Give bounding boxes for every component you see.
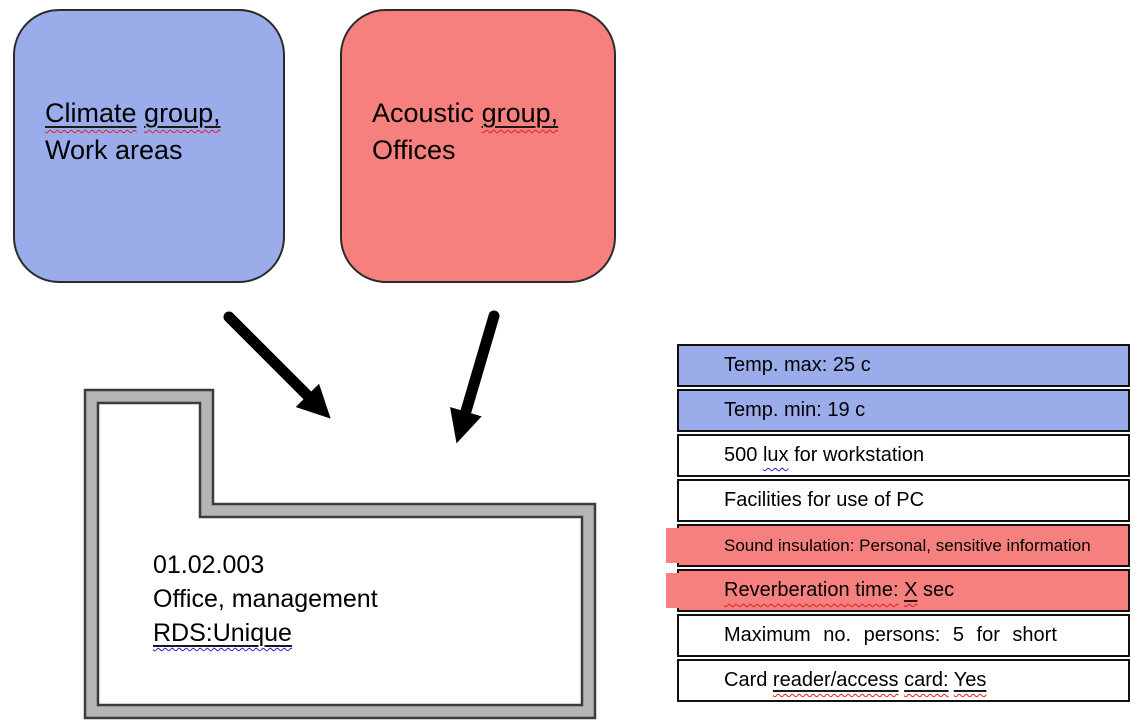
room-type: Office, management bbox=[153, 585, 378, 613]
arrow-acoustic-to-room-icon bbox=[450, 310, 500, 444]
room-rds: RDS:Unique bbox=[153, 619, 292, 647]
arrow-climate-to-room-icon bbox=[223, 311, 331, 419]
climate-group-title: Climate group, Work areas bbox=[45, 98, 221, 165]
req-row-max-persons: Maximum no. persons: 5 for short bbox=[677, 614, 1130, 657]
room-label: 01.02.003 Office, management RDS:Unique bbox=[153, 548, 378, 650]
acoustic-group-subtitle: Offices bbox=[372, 135, 456, 165]
req-row-sound-insulation: Sound insulation: Personal, sensitive in… bbox=[666, 524, 1130, 567]
req-row-temp-max: Temp. max: 25 c bbox=[677, 344, 1130, 387]
req-row-pc-facilities: Facilities for use of PC bbox=[677, 479, 1130, 522]
acoustic-group-title: Acoustic group, Offices bbox=[372, 98, 559, 165]
climate-group-box: Climate group, Work areas bbox=[13, 9, 285, 283]
req-row-lux: 500 lux for workstation bbox=[677, 434, 1130, 477]
acoustic-group-box: Acoustic group, Offices bbox=[340, 9, 616, 283]
req-row-reverberation: Reverberation time: X sec bbox=[666, 569, 1130, 612]
climate-group-subtitle: Work areas bbox=[45, 135, 183, 165]
req-row-card-reader: Card reader/access card: Yes bbox=[677, 659, 1130, 702]
room-number: 01.02.003 bbox=[153, 551, 265, 579]
requirements-table: Temp. max: 25 c Temp. min: 19 c 500 lux … bbox=[666, 344, 1130, 704]
req-row-temp-min: Temp. min: 19 c bbox=[677, 389, 1130, 432]
